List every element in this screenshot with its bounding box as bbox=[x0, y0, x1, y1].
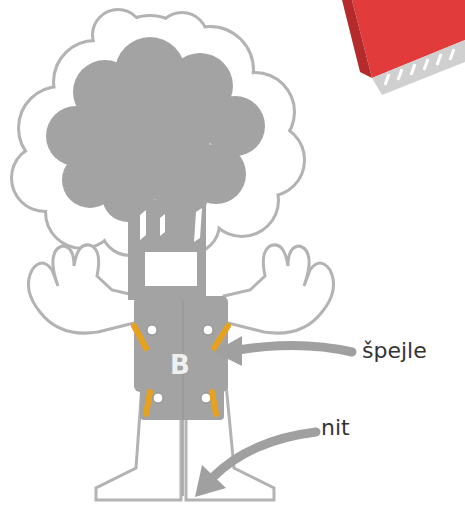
torso bbox=[134, 296, 228, 392]
stem-gaps bbox=[140, 208, 202, 242]
shirt-letter: B bbox=[170, 352, 190, 378]
left-hand bbox=[28, 245, 138, 333]
arrow-head bbox=[195, 465, 226, 497]
red-box bbox=[342, 0, 465, 95]
part-label: špejle bbox=[362, 340, 427, 362]
pointer-arrows bbox=[212, 345, 352, 478]
stem bbox=[128, 200, 206, 300]
broccoli-florets bbox=[46, 37, 265, 222]
joints bbox=[147, 325, 213, 403]
arrow-head bbox=[214, 336, 242, 366]
neck-label bbox=[145, 252, 197, 286]
right-hand bbox=[224, 245, 334, 333]
skewer-sticks bbox=[134, 326, 228, 414]
thread bbox=[182, 300, 184, 496]
part-label: nit bbox=[321, 417, 350, 439]
hips bbox=[140, 384, 224, 420]
